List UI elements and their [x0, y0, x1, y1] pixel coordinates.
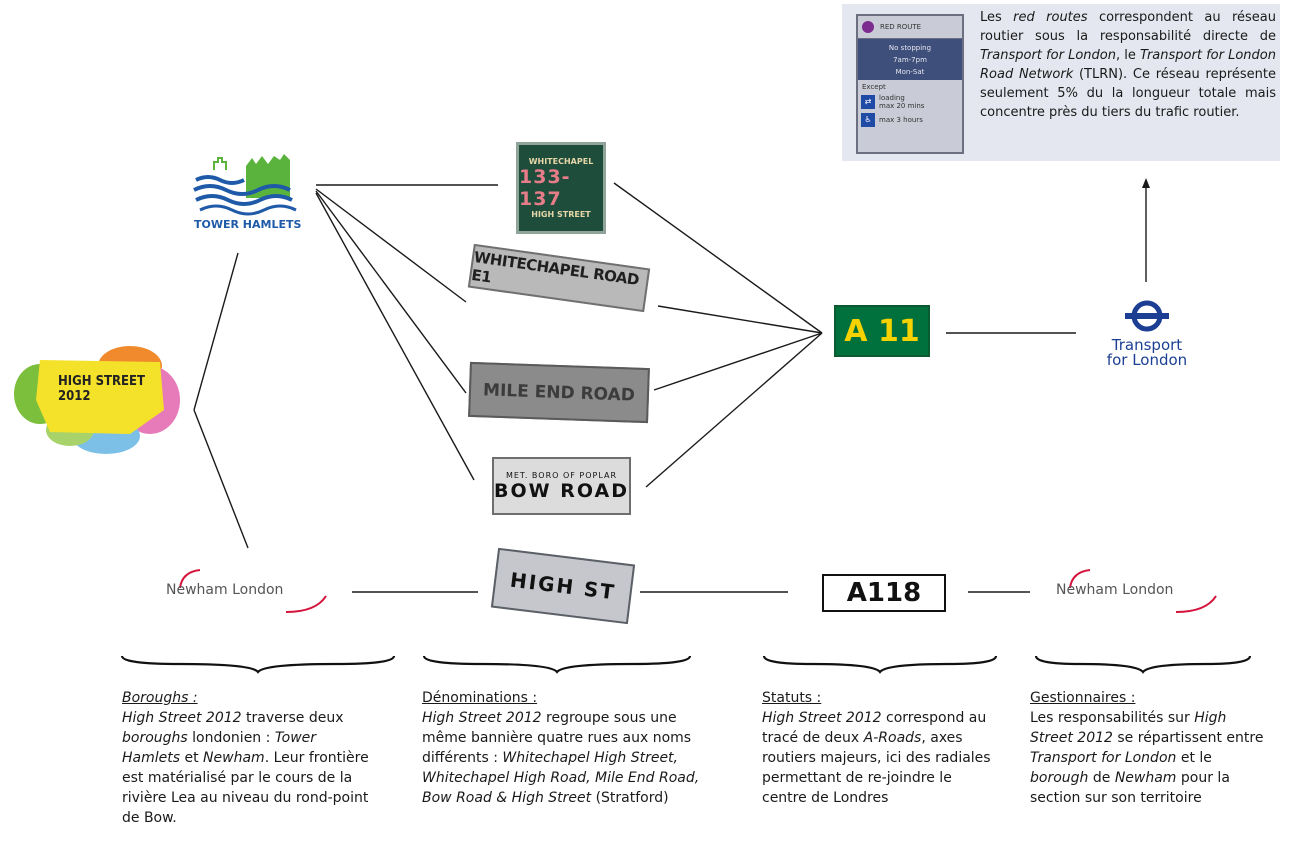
red-route-sign-loading-max: max 20 mins — [879, 102, 925, 110]
denominations-block: Dénominations : High Street 2012 regroup… — [422, 688, 712, 808]
wh-sign-bottom: HIGH STREET — [531, 210, 591, 219]
newham-label-right: Newham London — [1056, 582, 1174, 598]
red-route-sign-title: RED ROUTE — [880, 23, 922, 31]
red-route-sign-loading: loading — [879, 94, 905, 102]
tower-hamlets-label: TOWER HAMLETS — [194, 218, 302, 231]
newham-label-left: Newham London — [166, 582, 284, 598]
newham-swoosh-icon — [179, 569, 327, 613]
high-street-2012-blob-icon — [14, 346, 180, 454]
tfl-label-line2: for London — [1106, 351, 1188, 369]
brace-gestionnaires — [1034, 655, 1252, 674]
red-route-sign-except: Except — [862, 83, 886, 91]
mile-end-road-sign: MILE END ROAD — [468, 361, 650, 424]
newham-swoosh-icon — [1069, 569, 1217, 613]
boroughs-title: Boroughs : — [122, 690, 198, 706]
loading-icon: ⇄ — [861, 95, 875, 109]
newham-logo-left: Newham London — [166, 568, 346, 618]
red-route-sign-disabled-max: max 3 hours — [879, 116, 923, 124]
tower-hamlets-emblem-icon — [193, 154, 297, 216]
brace-boroughs — [120, 655, 396, 674]
bow-road-sign: MET. BORO OF POPLAR BOW ROAD — [492, 457, 631, 515]
red-route-sign-line1: No stopping — [888, 44, 932, 52]
wh-sign-number: 133-137 — [519, 166, 571, 210]
denominations-text: High Street 2012 regroupe sous une même … — [422, 710, 700, 806]
statuts-text: High Street 2012 correspond au tracé de … — [762, 710, 991, 806]
red-route-description: Les red routes correspondent au réseau r… — [980, 10, 1277, 120]
tfl-label-line1: Transport — [1111, 336, 1183, 354]
high-street-logo-line1: HIGH STREET — [58, 374, 145, 389]
gestionnaires-block: Gestionnaires : Les responsabilités sur … — [1030, 688, 1266, 808]
brace-denominations — [422, 655, 692, 674]
a118-road-sign: A118 — [822, 574, 946, 612]
boroughs-block: Boroughs : High Street 2012 traverse deu… — [122, 688, 370, 828]
newham-logo-right: Newham London — [1056, 568, 1236, 618]
red-route-sign-line2: 7am-7pm — [893, 56, 927, 64]
whitechapel-high-street-sign: WHITECHAPEL 133-137 HIGH STREET — [516, 142, 606, 234]
red-route-sign-line3: Mon-Sat — [895, 68, 925, 76]
boroughs-text: High Street 2012 traverse deux boroughs … — [122, 710, 369, 826]
bow-road-sign-main: BOW ROAD — [494, 479, 629, 502]
statuts-block: Statuts : High Street 2012 correspond au… — [762, 688, 998, 808]
a11-road-sign: A 11 — [834, 305, 930, 357]
gestionnaires-title: Gestionnaires : — [1030, 690, 1136, 706]
tfl-roundel-icon — [1125, 300, 1169, 332]
disabled-icon: ♿ — [861, 113, 875, 127]
red-route-roundel-icon — [862, 21, 874, 33]
statuts-title: Statuts : — [762, 690, 822, 706]
brace-statuts — [762, 655, 998, 674]
high-street-logo-line2: 2012 — [58, 389, 91, 404]
bow-road-sign-top: MET. BORO OF POPLAR — [505, 470, 618, 480]
tower-hamlets-logo: TOWER HAMLETS — [190, 150, 306, 236]
red-route-sign: RED ROUTE No stopping 7am-7pm Mon-Sat Ex… — [856, 14, 964, 154]
denominations-title: Dénominations : — [422, 690, 538, 706]
wh-sign-top: WHITECHAPEL — [528, 157, 594, 166]
gestionnaires-text: Les responsabilités sur High Street 2012… — [1030, 710, 1264, 806]
